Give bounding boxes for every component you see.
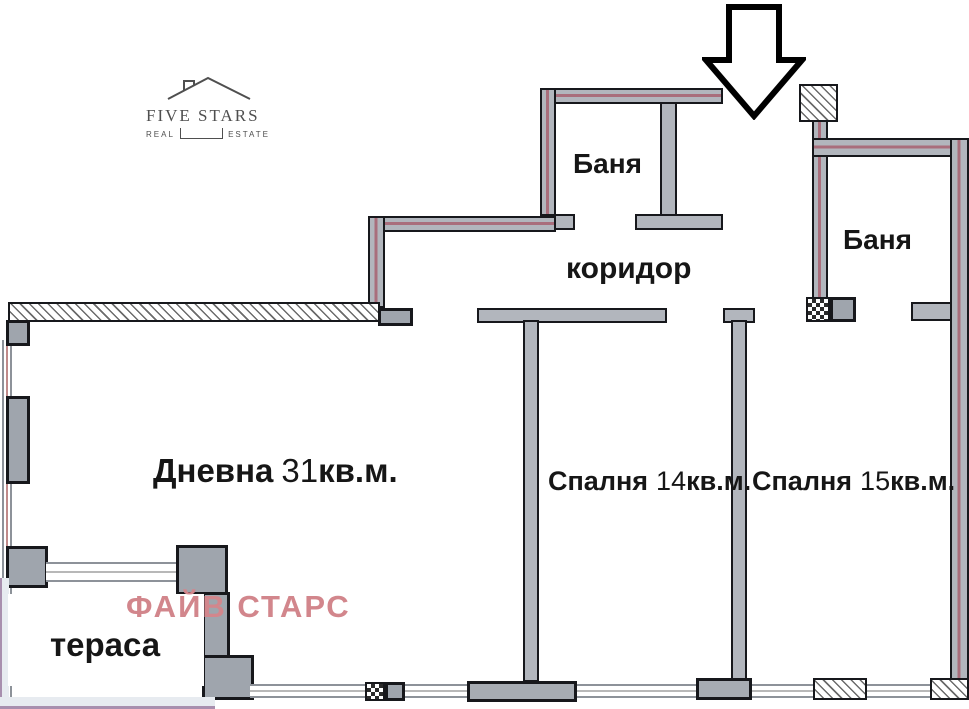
wall-bath1-north [540, 88, 723, 104]
bedroom15-unit: кв.м. [890, 466, 956, 496]
pier-bath2-south [830, 297, 856, 322]
logo-door-shape [179, 128, 224, 139]
living-unit: кв.м. [318, 452, 398, 489]
terrace-label-box [8, 594, 204, 686]
room-label-bath-right: Баня [843, 224, 912, 255]
bedroom14-area: 14 [656, 466, 687, 496]
pier-hatch-south-1 [813, 678, 867, 700]
logo-sub-right: ESTATE [228, 130, 270, 139]
pier-terrace-northeast [176, 545, 228, 595]
bedroom15-area: 15 [860, 466, 891, 496]
wall-bath2-north [812, 138, 952, 157]
logo-house-icon [167, 76, 251, 100]
logo-title: FIVE STARS [146, 106, 260, 125]
bedroom15-name: Спалня [752, 466, 853, 496]
wall-corridor-south [477, 308, 667, 323]
pier-west-mid [6, 396, 30, 484]
column-checker-bath2 [806, 297, 830, 322]
footing-divider2 [696, 678, 752, 700]
wall-bedroom14-bedroom15-divider [731, 320, 747, 680]
living-area: 31 [281, 452, 319, 489]
window-west-wall [2, 340, 12, 700]
window-terrace-door [46, 562, 178, 582]
wall-corridor-north [368, 216, 556, 232]
terrace-west-rail [0, 578, 9, 709]
wall-bath1-south-right [635, 214, 723, 230]
bedroom14-name: Спалня [548, 466, 649, 496]
pier-terrace-southeast [202, 655, 254, 700]
room-label-corridor: коридор [566, 252, 692, 285]
logo-subtitle: REAL ESTATE [146, 128, 270, 139]
agency-logo: FIVE STARS REAL ESTATE [146, 74, 270, 139]
pier-hatch-south-2 [930, 678, 969, 700]
logo-sub-left: REAL [146, 130, 175, 139]
room-label-terrace: тераса [50, 626, 161, 663]
pier-west-bottom [6, 546, 48, 588]
wall-exterior-north-hatch [8, 302, 380, 322]
room-label-bath-top: Баня [573, 148, 642, 179]
terrace-south-rail [0, 697, 215, 709]
footing-divider1 [467, 681, 577, 702]
wall-bath1-east [660, 102, 677, 218]
pier-south-living [385, 682, 405, 701]
window-south-wall [250, 684, 952, 698]
wall-corridor-west [368, 216, 385, 308]
wall-bath2-south-stub [911, 302, 952, 321]
pier-west-top [6, 320, 30, 346]
watermark-text: ФАЙВ СТАРС [126, 589, 351, 624]
bedroom14-unit: кв.м. [686, 466, 752, 496]
column-checker-south [365, 682, 385, 701]
wall-bath1-west [540, 88, 556, 230]
living-name: Дневна [153, 452, 274, 489]
entrance-down-arrow-icon [702, 4, 806, 120]
wall-exterior-east [950, 138, 969, 700]
pier-living-door-jamb [378, 308, 413, 326]
wall-living-bedroom14-divider [523, 320, 539, 682]
